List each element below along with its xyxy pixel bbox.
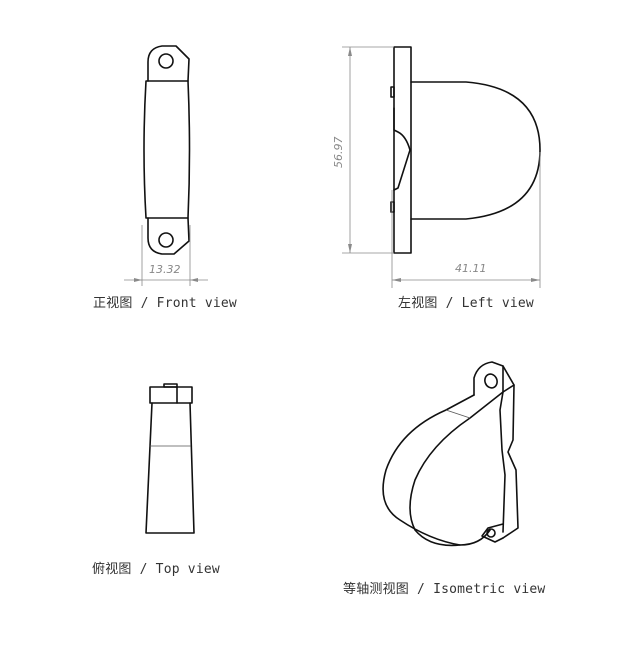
iso-top-hole: [484, 373, 498, 389]
left-view-label: 左视图 / Left view: [398, 296, 534, 311]
front-dim-arrow-left: [134, 278, 142, 282]
iso-top-tab: [473, 361, 515, 396]
front-dim-value: 13.32: [149, 263, 181, 276]
iso-body-outline: [382, 394, 491, 546]
front-top-hole: [158, 53, 174, 69]
iso-plate-side: [502, 384, 519, 539]
left-dim-arrow-left: [392, 278, 401, 282]
iso-tangent-line: [445, 409, 471, 419]
front-view-label: 正视图 / Front view: [93, 296, 237, 311]
left-view: 56.97 41.11: [332, 46, 541, 288]
left-plate-notch: [393, 107, 411, 191]
top-view: [145, 383, 195, 534]
left-d-body: [410, 81, 541, 220]
left-boss-top: [390, 86, 395, 98]
front-bottom-hole: [158, 232, 174, 248]
iso-plate-front: [499, 391, 506, 533]
front-dim-arrow-right: [190, 278, 198, 282]
left-dim-value-height: 56.97: [332, 137, 345, 169]
left-boss-bottom: [390, 201, 395, 213]
iso-body-face: [409, 391, 504, 547]
isometric-view: [382, 361, 519, 547]
left-dim-arrow-right: [531, 278, 540, 282]
front-bottom-tab: [147, 217, 190, 255]
front-top-tab: [147, 45, 190, 82]
top-cap: [149, 386, 193, 404]
left-dim-value-width: 41.11: [455, 262, 487, 275]
left-plate: [393, 46, 412, 254]
isometric-view-label: 等轴测视图 / Isometric view: [343, 582, 546, 597]
top-view-label: 俯视图 / Top view: [92, 562, 220, 577]
front-body: [143, 80, 191, 219]
top-body: [145, 402, 195, 534]
iso-bottom-tab: [481, 523, 504, 543]
front-view: 13.32: [124, 45, 208, 286]
left-dim-arrow-top: [348, 47, 352, 56]
left-dim-arrow-bottom: [348, 244, 352, 253]
